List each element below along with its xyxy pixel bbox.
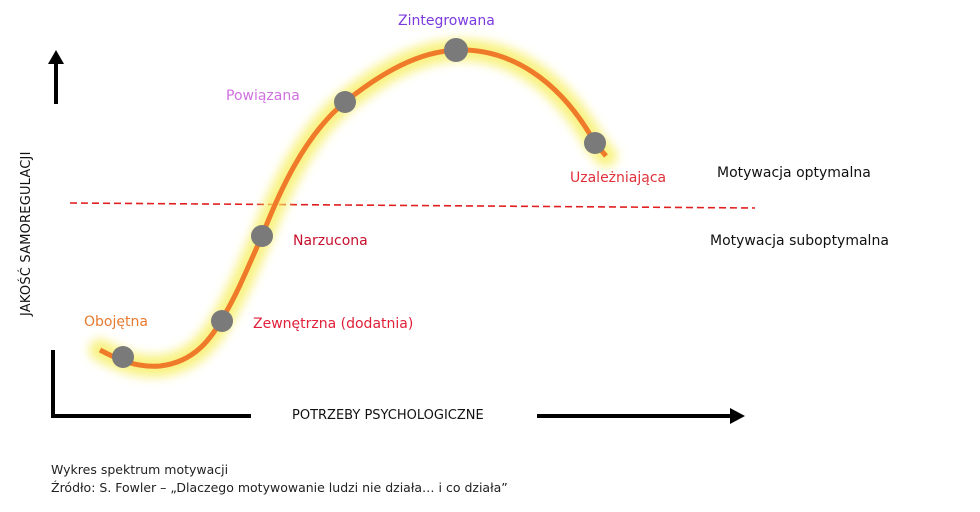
- caption-title: Wykres spektrum motywacji: [51, 462, 229, 477]
- y-axis-arrow-icon: [48, 50, 64, 104]
- threshold-dashed-line: [69, 202, 756, 209]
- marker-zintegrowana: [444, 38, 468, 62]
- label-powiazana: Powiązana: [226, 88, 300, 104]
- marker-uzalezniajaca: [584, 132, 606, 154]
- label-obojetna: Obojętna: [84, 314, 148, 330]
- caption-source: Źródło: S. Fowler – „Dlaczego motywowani…: [51, 480, 508, 495]
- label-zintegrowana: Zintegrowana: [398, 13, 495, 29]
- marker-narzucona: [251, 225, 273, 247]
- label-narzucona: Narzucona: [293, 233, 368, 249]
- y-axis-title: JAKOŚĆ SAMOREGULACJI: [19, 151, 34, 316]
- motivation-curve: [98, 47, 608, 369]
- label-motywacja-optymalna: Motywacja optymalna: [717, 165, 871, 181]
- label-uzalezniajaca: Uzależniająca: [570, 170, 667, 186]
- label-zewnetrzna: Zewnętrzna (dodatnia): [253, 316, 414, 332]
- marker-obojetna: [112, 346, 134, 368]
- marker-powiazana: [334, 91, 356, 113]
- label-motywacja-suboptymalna: Motywacja suboptymalna: [710, 233, 889, 249]
- axis-corner: [51, 350, 251, 418]
- x-axis-title: POTRZEBY PSYCHOLOGICZNE: [292, 408, 484, 423]
- marker-zewnetrzna: [211, 310, 233, 332]
- x-axis-arrow-icon: [537, 408, 745, 424]
